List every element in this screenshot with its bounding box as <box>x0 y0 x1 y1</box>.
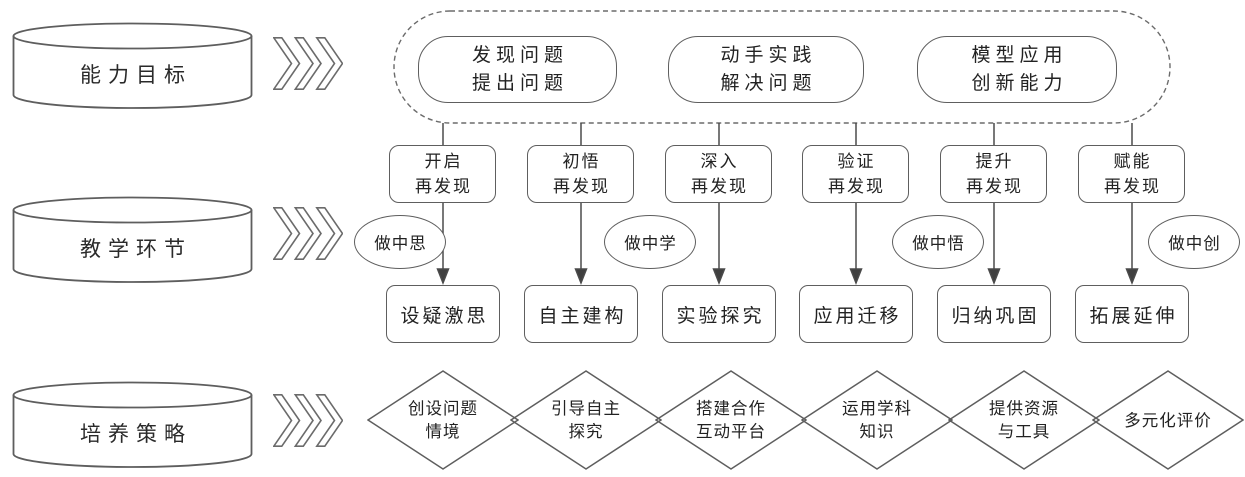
strategy-label-line1: 多元化评价 <box>1124 410 1212 430</box>
goal-label-line2: 提出问题 <box>471 72 568 94</box>
column-connector-2 <box>574 123 588 286</box>
strategy-label-line2: 知识 <box>859 422 895 441</box>
activity-box-6: 拓展延伸 <box>1075 285 1189 343</box>
activity-box-5: 归纳巩固 <box>937 285 1051 343</box>
strategy-label-line2: 与工具 <box>997 422 1051 441</box>
stage-box-6: 赋能 再发现 <box>1078 145 1185 203</box>
stage-label-line2: 再发现 <box>828 177 885 196</box>
stage-box-2: 初悟 再发现 <box>527 145 634 203</box>
mode-label: 做中学 <box>624 234 677 253</box>
strategy-diamond-6: 多元化评价 <box>1092 370 1244 470</box>
activity-label: 设疑激思 <box>400 305 489 327</box>
diamond-shape <box>801 370 953 470</box>
strategy-label-line1: 引导自主 <box>551 399 621 418</box>
cylinder-cultivation-strategies: 培养策略 <box>12 381 253 469</box>
goal-box-3: 模型应用 创新能力 <box>917 36 1117 103</box>
diamond-shape <box>948 370 1100 470</box>
stage-box-3: 深入 再发现 <box>665 145 772 203</box>
cylinder-label: 能力目标 <box>80 63 192 87</box>
stage-label-line2: 再发现 <box>966 177 1023 196</box>
activity-label: 拓展延伸 <box>1089 305 1178 327</box>
strategy-diamond-5: 提供资源 与工具 <box>948 370 1100 470</box>
triple-chevron-icon <box>273 394 343 447</box>
strategy-label-line2: 互动平台 <box>696 422 766 441</box>
stage-label-line1: 开启 <box>424 152 463 171</box>
mode-ellipse-4: 做中创 <box>1148 215 1240 269</box>
column-connector-5 <box>987 123 1001 286</box>
cylinder-shape <box>12 381 253 468</box>
strategy-label-line1: 创设问题 <box>408 399 478 418</box>
diamond-shape <box>510 370 662 470</box>
mode-label: 做中思 <box>374 234 427 253</box>
strategy-label-line1: 搭建合作 <box>696 399 766 418</box>
stage-box-1: 开启 再发现 <box>389 145 496 203</box>
activity-label: 归纳巩固 <box>951 305 1040 327</box>
mode-ellipse-3: 做中悟 <box>892 215 984 269</box>
strategy-label-line1: 提供资源 <box>989 399 1059 418</box>
activity-box-2: 自主建构 <box>524 285 638 343</box>
strategy-label-line1: 运用学科 <box>842 399 912 418</box>
triple-chevron-icon <box>273 37 343 90</box>
stage-label-line2: 再发现 <box>415 177 472 196</box>
stage-label-line1: 初悟 <box>562 152 601 171</box>
activity-box-3: 实验探究 <box>662 285 776 343</box>
cylinder-capability-goals: 能力目标 <box>12 22 253 110</box>
activity-label: 实验探究 <box>676 305 765 327</box>
cylinder-teaching-stages: 教学环节 <box>12 196 253 284</box>
diamond-shape <box>655 370 807 470</box>
triple-chevron-icon <box>273 207 343 260</box>
strategy-label-line2: 情境 <box>425 422 461 441</box>
activity-box-1: 设疑激思 <box>386 285 500 343</box>
goal-label-line2: 解决问题 <box>720 72 817 94</box>
dashed-goal-group-outline <box>393 10 1171 124</box>
stage-box-5: 提升 再发现 <box>940 145 1047 203</box>
mode-ellipse-2: 做中学 <box>604 215 696 269</box>
cylinder-label: 培养策略 <box>80 422 192 446</box>
stage-box-4: 验证 再发现 <box>802 145 909 203</box>
stage-label-line2: 再发现 <box>553 177 610 196</box>
cylinder-shape <box>12 196 253 283</box>
stage-label-line1: 验证 <box>837 152 876 171</box>
column-connector-6 <box>1125 123 1139 286</box>
activity-label: 应用迁移 <box>813 305 902 327</box>
column-connector-4 <box>849 123 863 286</box>
stage-label-line2: 再发现 <box>691 177 748 196</box>
mode-label: 做中创 <box>1168 234 1221 253</box>
stage-label-line1: 深入 <box>700 152 739 171</box>
strategy-diamond-3: 搭建合作 互动平台 <box>655 370 807 470</box>
strategy-diamond-2: 引导自主 探究 <box>510 370 662 470</box>
stage-label-line1: 赋能 <box>1113 152 1152 171</box>
goal-box-2: 动手实践 解决问题 <box>668 36 864 103</box>
cylinder-shape <box>12 22 253 109</box>
strategy-diamond-4: 运用学科 知识 <box>801 370 953 470</box>
mode-label: 做中悟 <box>912 234 965 253</box>
stage-label-line2: 再发现 <box>1104 177 1161 196</box>
goal-label-line1: 动手实践 <box>720 44 817 66</box>
diamond-shape <box>367 370 519 470</box>
stage-label-line1: 提升 <box>975 152 1014 171</box>
column-connector-3 <box>712 123 726 286</box>
goal-label-line2: 创新能力 <box>971 72 1068 94</box>
strategy-diamond-1: 创设问题 情境 <box>367 370 519 470</box>
goal-box-1: 发现问题 提出问题 <box>418 36 617 103</box>
activity-box-4: 应用迁移 <box>799 285 913 343</box>
goal-label-line1: 模型应用 <box>971 44 1068 66</box>
strategy-label-line2: 探究 <box>568 422 604 441</box>
mode-ellipse-1: 做中思 <box>354 215 446 269</box>
goal-label-line1: 发现问题 <box>471 44 568 66</box>
activity-label: 自主建构 <box>538 305 627 327</box>
diamond-shape <box>1092 370 1244 470</box>
cylinder-label: 教学环节 <box>80 237 192 261</box>
